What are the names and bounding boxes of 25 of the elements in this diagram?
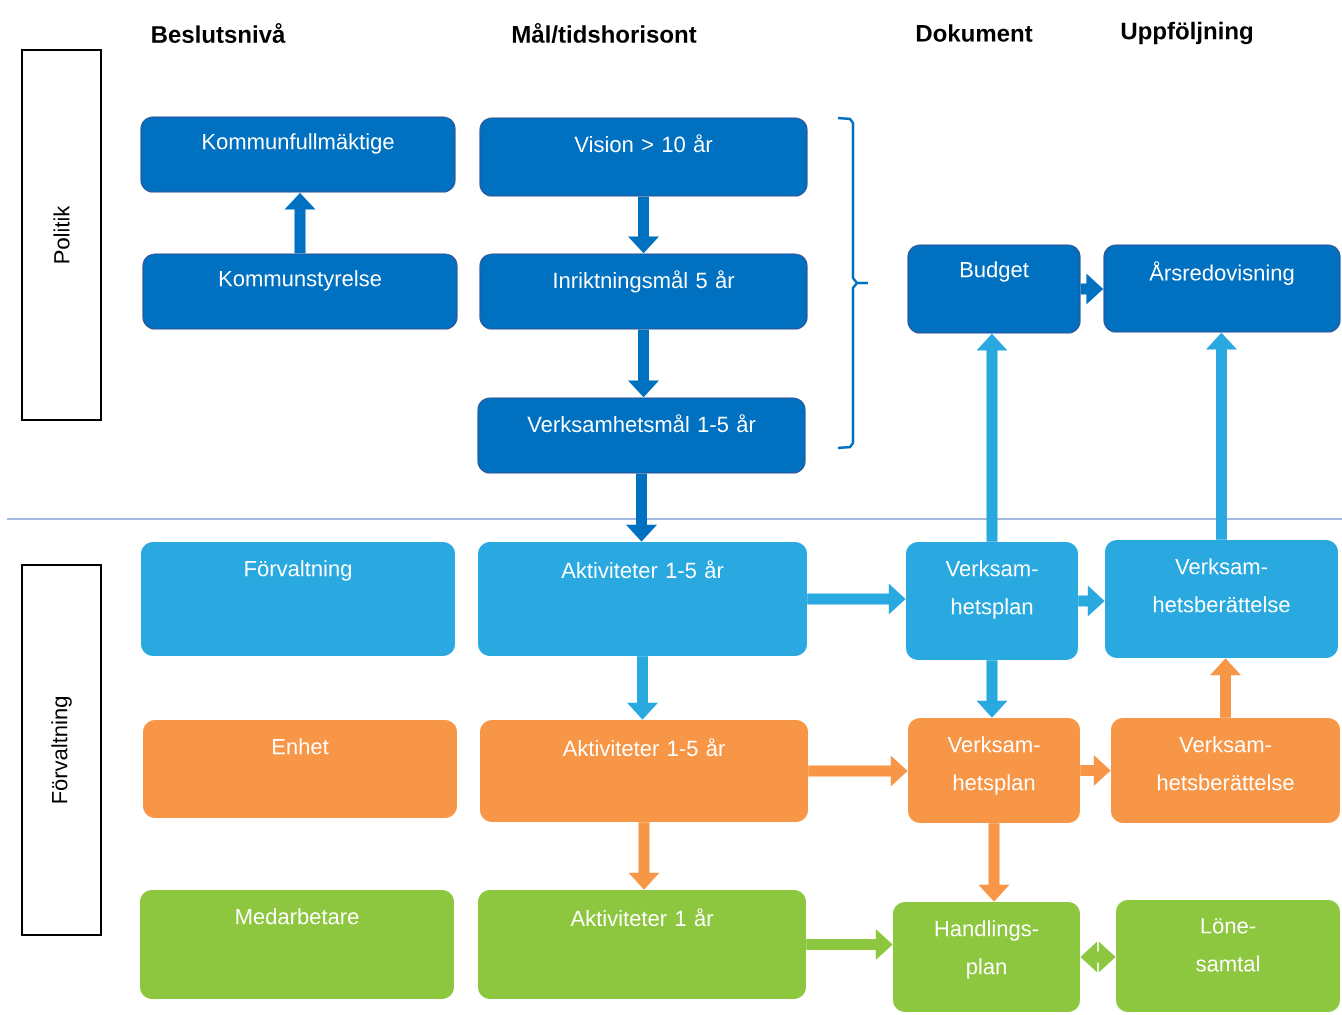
process-box: Verksamhetsmål 1-5 år — [477, 397, 806, 474]
column-header: Uppföljning — [1121, 21, 1253, 45]
process-box: Enhet — [143, 720, 457, 818]
process-box: Vision > 10 år — [479, 117, 808, 197]
process-box: Verksam- hetsplan — [908, 718, 1080, 823]
process-box: Inriktningsmål 5 år — [479, 253, 808, 330]
column-header: Mål/tidshorisont — [512, 22, 697, 44]
section-box: Politik — [21, 49, 102, 421]
column-header: Dokument — [916, 24, 1033, 42]
process-box: Handlings- plan — [893, 902, 1080, 1012]
process-box: Löne- samtal — [1116, 900, 1340, 1012]
column-header: Beslutsnivå — [152, 23, 286, 43]
process-box: Verksam- hetsberättelse — [1111, 718, 1340, 823]
process-box: Verksam- hetsberättelse — [1105, 540, 1338, 658]
process-box: Förvaltning — [141, 542, 455, 656]
process-box: Medarbetare — [140, 890, 454, 999]
section-box: Förvaltning — [21, 564, 102, 936]
process-box: Kommunstyrelse — [142, 253, 458, 330]
process-box: Aktiviteter 1 år — [478, 890, 806, 999]
process-box: Aktiviteter 1-5 år — [480, 720, 808, 822]
process-box: Budget — [907, 244, 1081, 334]
process-box: Årsredovisning — [1103, 244, 1341, 333]
process-box: Aktiviteter 1-5 år — [478, 542, 807, 656]
process-box: Kommunfullmäktige — [140, 116, 456, 193]
process-box: Verksam- hetsplan — [906, 542, 1078, 660]
